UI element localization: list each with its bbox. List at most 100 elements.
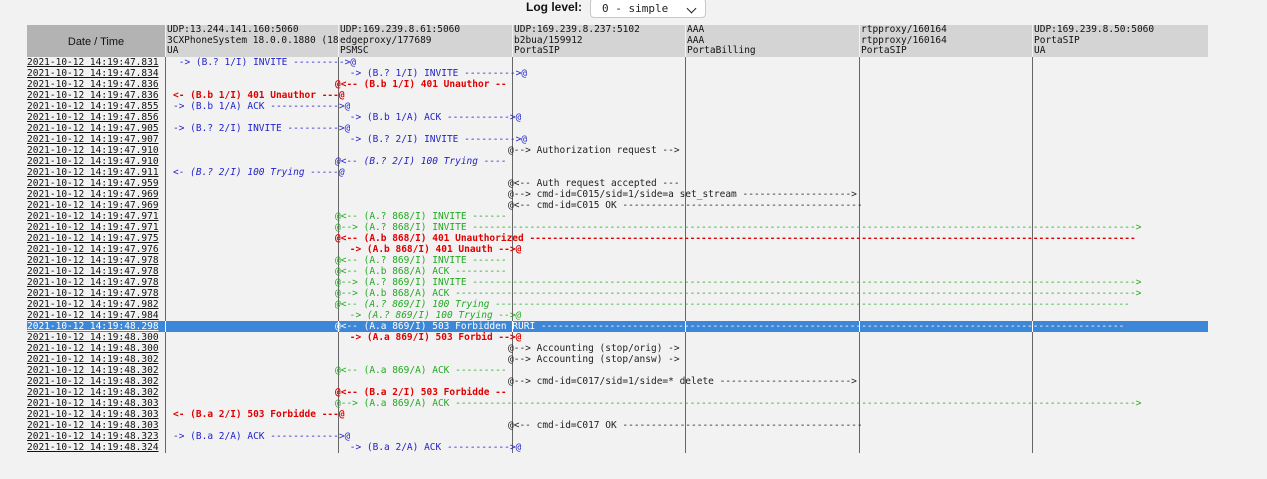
timestamp-link[interactable]: 2021-10-12 14:19:47.976	[27, 244, 159, 255]
timestamp-link[interactable]: 2021-10-12 14:19:47.856	[27, 112, 159, 123]
message-arrow[interactable]: -> (B.a 2/A) ACK ----------->@	[344, 442, 522, 453]
timestamp-link[interactable]: 2021-10-12 14:19:47.971	[27, 222, 159, 233]
message-row[interactable]: 2021-10-12 14:19:48.302 @<-- (A.a 869/A) …	[27, 365, 1208, 376]
message-arrow[interactable]: @<-- (A.? 869/I) 100 Trying ------------…	[335, 299, 1131, 310]
message-arrow[interactable]: @--> cmd-id=C015/sid=1/side=a set_stream…	[508, 189, 857, 200]
timestamp-link[interactable]: 2021-10-12 14:19:47.907	[27, 134, 159, 145]
timestamp-link[interactable]: 2021-10-12 14:19:47.982	[27, 299, 159, 310]
message-row[interactable]: 2021-10-12 14:19:47.836 <- (B.b 1/I) 401 …	[27, 90, 1208, 101]
timestamp-link[interactable]: 2021-10-12 14:19:48.302	[27, 354, 159, 365]
message-row[interactable]: 2021-10-12 14:19:47.982 @<-- (A.? 869/I) …	[27, 299, 1208, 310]
message-row[interactable]: 2021-10-12 14:19:48.303 @--> (A.a 869/A) …	[27, 398, 1208, 409]
message-row[interactable]: 2021-10-12 14:19:47.910 @--> Authorizatio…	[27, 145, 1208, 156]
message-arrow[interactable]: -> (A.? 869/I) 100 Trying -->@	[344, 310, 522, 321]
timestamp-link[interactable]: 2021-10-12 14:19:48.302	[27, 376, 159, 387]
message-row[interactable]: 2021-10-12 14:19:47.978 @--> (A.b 868/A) …	[27, 288, 1208, 299]
message-arrow[interactable]: @<-- (B.? 2/I) 100 Trying ----	[335, 156, 507, 167]
message-row[interactable]: 2021-10-12 14:19:47.836 @<-- (B.b 1/I) 40…	[27, 79, 1208, 90]
message-arrow[interactable]: @<-- (B.b 1/I) 401 Unauthor --	[335, 79, 507, 90]
timestamp-link[interactable]: 2021-10-12 14:19:48.303	[27, 420, 159, 431]
message-arrow[interactable]: -> (B.b 1/A) ACK ----------->@	[344, 112, 522, 123]
message-arrow[interactable]: @<-- Auth request accepted ---	[508, 178, 680, 189]
message-row[interactable]: 2021-10-12 14:19:47.971 @<-- (A.? 868/I) …	[27, 211, 1208, 222]
message-row[interactable]: 2021-10-12 14:19:47.959 @<-- Auth request…	[27, 178, 1208, 189]
message-arrow[interactable]: @<-- cmd-id=C017 OK --------------------…	[508, 420, 863, 431]
message-arrow[interactable]: -> (A.a 869/I) 503 Forbid -->@	[344, 332, 522, 343]
message-arrow[interactable]: @--> Authorization request -->	[508, 145, 680, 156]
timestamp-link[interactable]: 2021-10-12 14:19:48.303	[27, 398, 159, 409]
message-row[interactable]: 2021-10-12 14:19:47.905 -> (B.? 2/I) INVI…	[27, 123, 1208, 134]
timestamp-link[interactable]: 2021-10-12 14:19:47.971	[27, 211, 159, 222]
message-arrow[interactable]: @--> (A.a 869/A) ACK -------------------…	[335, 398, 1142, 409]
message-row[interactable]: 2021-10-12 14:19:48.300 -> (A.a 869/I) 5…	[27, 332, 1208, 343]
timestamp-link[interactable]: 2021-10-12 14:19:48.302	[27, 387, 159, 398]
message-row[interactable]: 2021-10-12 14:19:47.831 -> (B.? 1/I) INV…	[27, 57, 1208, 68]
timestamp-link[interactable]: 2021-10-12 14:19:47.855	[27, 101, 159, 112]
log-level-select[interactable]: 0 - simple	[590, 0, 706, 18]
timestamp-link[interactable]: 2021-10-12 14:19:48.324	[27, 442, 159, 453]
timestamp-link[interactable]: 2021-10-12 14:19:48.300	[27, 332, 159, 343]
message-row[interactable]: 2021-10-12 14:19:47.855-> (B.b 1/A) ACK …	[27, 101, 1208, 112]
message-row[interactable]: 2021-10-12 14:19:47.978 @<-- (A.b 868/A) …	[27, 266, 1208, 277]
message-arrow[interactable]: @--> (A.b 868/A) ACK -------------------…	[335, 288, 1142, 299]
timestamp-link[interactable]: 2021-10-12 14:19:48.298	[27, 321, 159, 332]
timestamp-link[interactable]: 2021-10-12 14:19:47.978	[27, 277, 159, 288]
timestamp-link[interactable]: 2021-10-12 14:19:48.323	[27, 431, 159, 442]
message-arrow[interactable]: -> (B.? 1/I) INVITE --------->@	[173, 57, 357, 68]
message-row[interactable]: 2021-10-12 14:19:48.303 @<-- cmd-id=C017 …	[27, 420, 1208, 431]
message-arrow[interactable]: @<-- (A.? 868/I) INVITE ------	[335, 211, 507, 222]
message-arrow[interactable]: -> (A.b 868/I) 401 Unauth -->@	[344, 244, 522, 255]
message-arrow[interactable]: @<-- (A.a 869/I) 503 Forbidden RURI ----…	[335, 321, 1125, 332]
message-row[interactable]: 2021-10-12 14:19:48.298 @<-- (A.a 869/I) …	[27, 321, 1208, 332]
timestamp-link[interactable]: 2021-10-12 14:19:48.303	[27, 409, 159, 420]
message-arrow[interactable]: @--> (A.? 868/I) INVITE ----------------…	[335, 222, 1142, 233]
message-row[interactable]: 2021-10-12 14:19:48.302 @--> Accounting (…	[27, 354, 1208, 365]
message-arrow[interactable]: <- (B.a 2/I) 503 Forbidde ---@	[173, 409, 345, 420]
message-row[interactable]: 2021-10-12 14:19:47.907 -> (B.? 2/I) INV…	[27, 134, 1208, 145]
message-row[interactable]: 2021-10-12 14:19:48.323 -> (B.a 2/A) ACK …	[27, 431, 1208, 442]
message-arrow[interactable]: -> (B.? 2/I) INVITE --------->@	[173, 123, 351, 134]
message-row[interactable]: 2021-10-12 14:19:48.324 -> (B.a 2/A) ACK…	[27, 442, 1208, 453]
message-arrow[interactable]: -> (B.? 2/I) INVITE --------->@	[344, 134, 528, 145]
timestamp-link[interactable]: 2021-10-12 14:19:47.831	[27, 57, 159, 68]
message-row[interactable]: 2021-10-12 14:19:47.976 -> (A.b 868/I) 4…	[27, 244, 1208, 255]
message-arrow[interactable]: @--> Accounting (stop/answ) ->	[508, 354, 680, 365]
message-row[interactable]: 2021-10-12 14:19:47.978 @<-- (A.? 869/I) …	[27, 255, 1208, 266]
timestamp-link[interactable]: 2021-10-12 14:19:48.302	[27, 365, 159, 376]
timestamp-link[interactable]: 2021-10-12 14:19:48.300	[27, 343, 159, 354]
timestamp-link[interactable]: 2021-10-12 14:19:47.836	[27, 90, 159, 101]
message-row[interactable]: 2021-10-12 14:19:47.978 @--> (A.? 869/I) …	[27, 277, 1208, 288]
message-arrow[interactable]: @--> Accounting (stop/orig) ->	[508, 343, 680, 354]
message-row[interactable]: 2021-10-12 14:19:47.910 @<-- (B.? 2/I) 10…	[27, 156, 1208, 167]
timestamp-link[interactable]: 2021-10-12 14:19:47.978	[27, 288, 159, 299]
message-row[interactable]: 2021-10-12 14:19:47.984 -> (A.? 869/I) 1…	[27, 310, 1208, 321]
timestamp-link[interactable]: 2021-10-12 14:19:47.959	[27, 178, 159, 189]
message-row[interactable]: 2021-10-12 14:19:47.975@<-- (A.b 868/I) …	[27, 233, 1208, 244]
message-row[interactable]: 2021-10-12 14:19:47.969@<-- cmd-id=C015 …	[27, 200, 1208, 211]
timestamp-link[interactable]: 2021-10-12 14:19:47.910	[27, 145, 159, 156]
message-arrow[interactable]: @<-- (A.b 868/A) ACK ---------	[335, 266, 507, 277]
timestamp-link[interactable]: 2021-10-12 14:19:47.836	[27, 79, 159, 90]
timestamp-link[interactable]: 2021-10-12 14:19:47.834	[27, 68, 159, 79]
timestamp-link[interactable]: 2021-10-12 14:19:47.969	[27, 189, 159, 200]
message-arrow[interactable]: @--> (A.? 869/I) INVITE ----------------…	[335, 277, 1142, 288]
message-arrow[interactable]: -> (B.? 1/I) INVITE --------->@	[344, 68, 528, 79]
message-row[interactable]: 2021-10-12 14:19:48.302@<-- (B.a 2/I) 50…	[27, 387, 1208, 398]
message-arrow[interactable]: @<-- (A.? 869/I) INVITE ------	[335, 255, 507, 266]
message-arrow[interactable]: @--> cmd-id=C017/sid=1/side=* delete ---…	[508, 376, 857, 387]
timestamp-link[interactable]: 2021-10-12 14:19:47.975	[27, 233, 159, 244]
message-arrow[interactable]: @<-- (A.a 869/A) ACK ---------	[335, 365, 507, 376]
message-row[interactable]: 2021-10-12 14:19:47.834 -> (B.? 1/I) INV…	[27, 68, 1208, 79]
timestamp-link[interactable]: 2021-10-12 14:19:47.905	[27, 123, 159, 134]
timestamp-link[interactable]: 2021-10-12 14:19:47.984	[27, 310, 159, 321]
timestamp-link[interactable]: 2021-10-12 14:19:47.978	[27, 266, 159, 277]
message-row[interactable]: 2021-10-12 14:19:48.300 @--> Accounting (…	[27, 343, 1208, 354]
message-arrow[interactable]: <- (B.b 1/I) 401 Unauthor ---@	[173, 90, 345, 101]
message-arrow[interactable]: @<-- cmd-id=C015 OK --------------------…	[508, 200, 863, 211]
timestamp-link[interactable]: 2021-10-12 14:19:47.978	[27, 255, 159, 266]
message-arrow[interactable]: <- (B.? 2/I) 100 Trying -----@	[173, 167, 345, 178]
timestamp-link[interactable]: 2021-10-12 14:19:47.911	[27, 167, 159, 178]
message-row[interactable]: 2021-10-12 14:19:47.971 @--> (A.? 868/I) …	[27, 222, 1208, 233]
timestamp-link[interactable]: 2021-10-12 14:19:47.910	[27, 156, 159, 167]
message-arrow[interactable]: -> (B.a 2/A) ACK ------------>@	[173, 431, 351, 442]
